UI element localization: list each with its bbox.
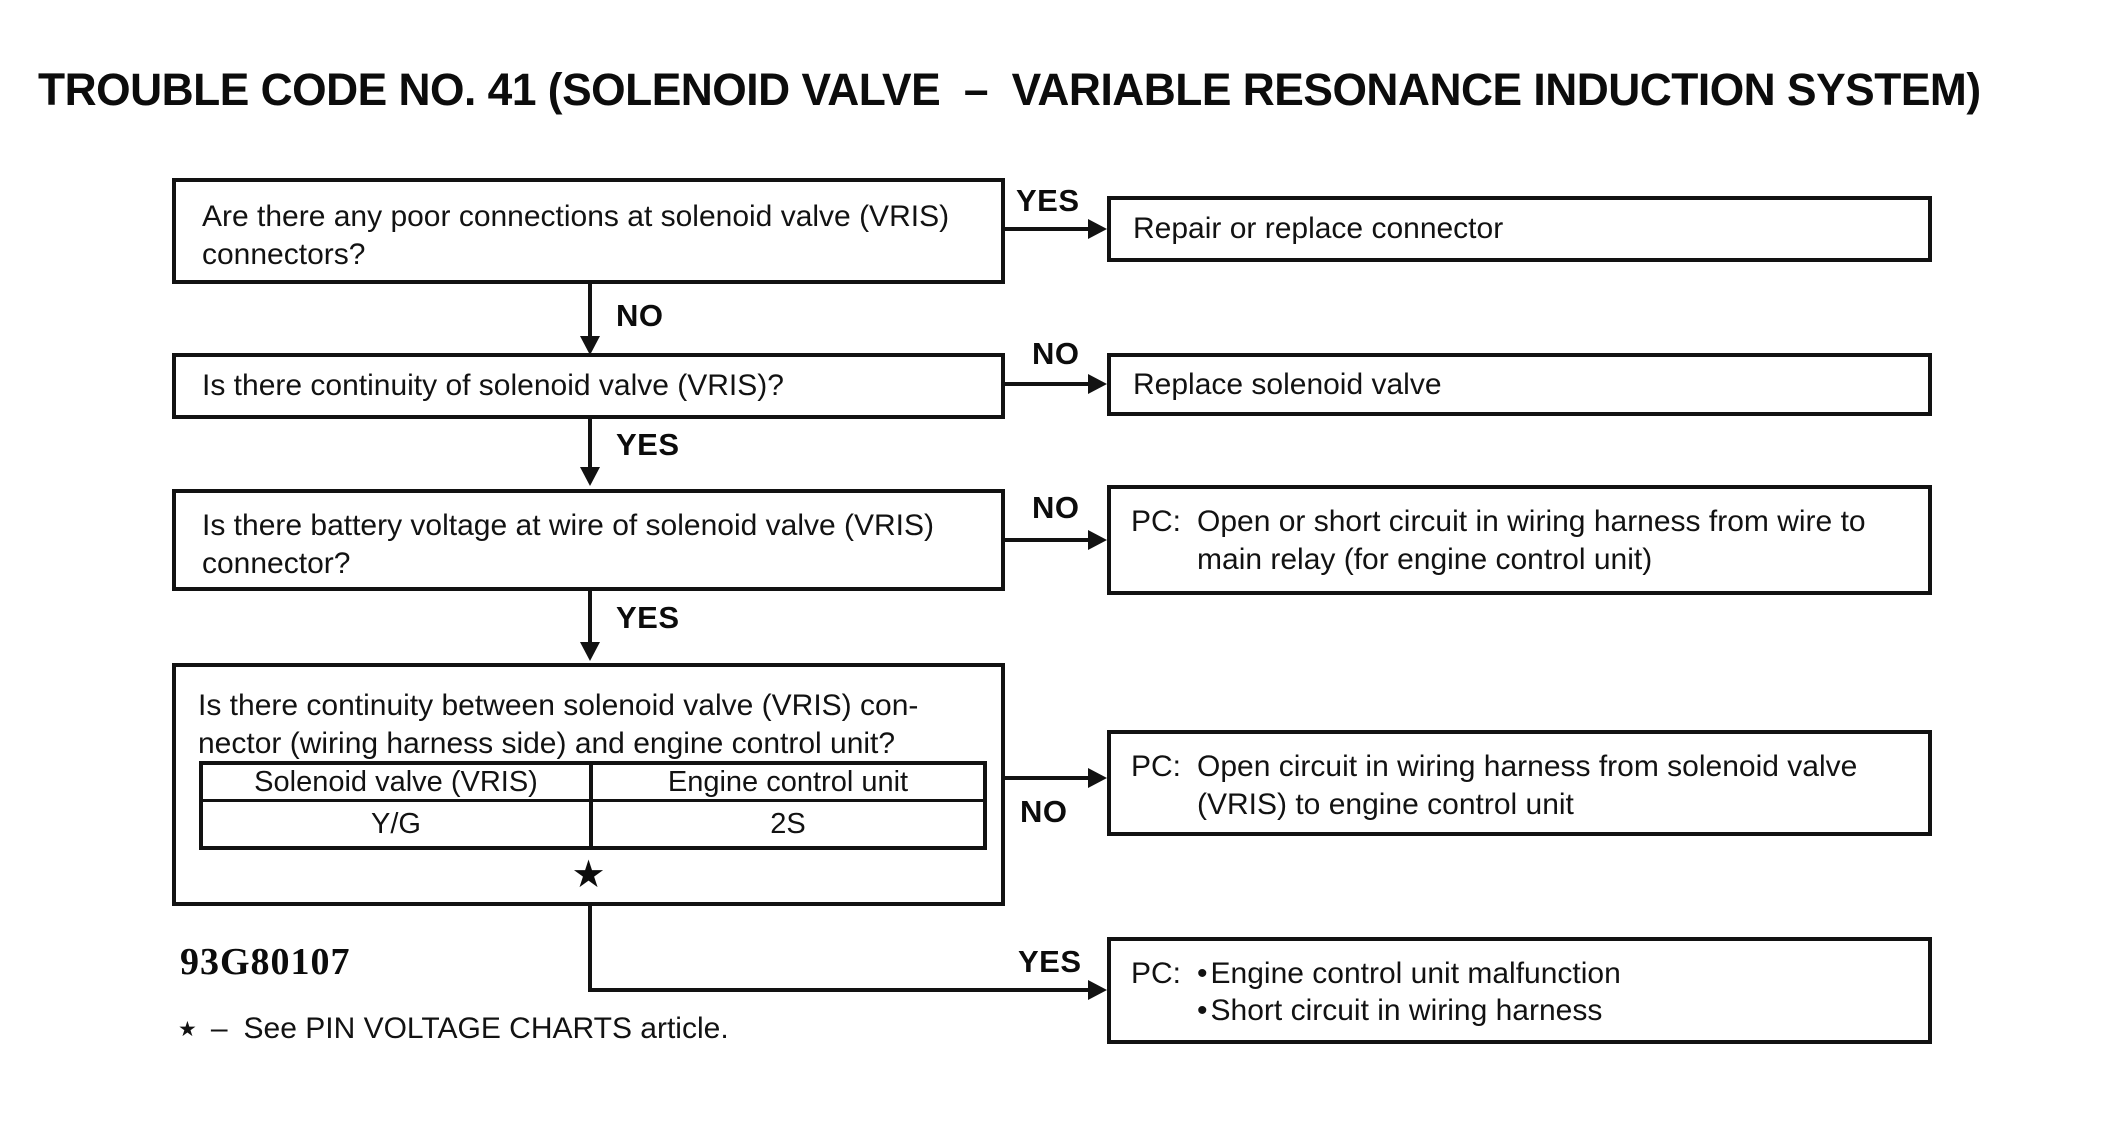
bullet-icon: •	[1197, 957, 1208, 990]
branch-label-yes-5: YES	[1018, 944, 1082, 979]
arrowhead-down-icon	[580, 467, 600, 486]
result-box-2: Replace solenoid valve	[1107, 353, 1932, 416]
result-4-text: Open circuit in wiring harness from sole…	[1197, 750, 1858, 821]
result-5-bullet-2-text: Short circuit in wiring harness	[1210, 994, 1603, 1027]
connector-q3-to-r3	[1005, 538, 1093, 542]
figure-id: 93G80107	[180, 941, 351, 983]
question-1-line-1: Are there any poor connections at soleno…	[202, 200, 950, 233]
result-5-bullet-2: • Short circuit in wiring harness	[1197, 992, 1621, 1029]
result-2-text: Replace solenoid valve	[1133, 367, 1442, 401]
footnote: ★ – See PIN VOLTAGE CHARTS article.	[178, 1012, 729, 1046]
footnote-text: See PIN VOLTAGE CHARTS article.	[243, 1012, 729, 1045]
result-1-text: Repair or replace connector	[1133, 212, 1504, 245]
footnote-dash: –	[210, 1012, 228, 1045]
connector-q4-down	[588, 906, 592, 992]
arrowhead-down-icon	[580, 336, 600, 355]
branch-label-no-3: NO	[1032, 490, 1080, 525]
arrowhead-right-icon	[1088, 530, 1107, 550]
pin-table: Solenoid valve (VRIS) Engine control uni…	[199, 761, 987, 850]
result-3-text: Open or short circuit in wiring harness …	[1197, 505, 1866, 576]
question-box-2: Is there continuity of solenoid valve (V…	[172, 353, 1005, 419]
down-label-yes-3: YES	[616, 600, 680, 635]
question-box-1: Are there any poor connections at soleno…	[172, 178, 1005, 284]
arrowhead-right-icon	[1088, 374, 1107, 394]
result-5-bullet-1: • Engine control unit malfunction	[1197, 955, 1621, 992]
question-4-line-1: Is there continuity between solenoid val…	[198, 689, 919, 722]
result-box-5: PC: • Engine control unit malfunction • …	[1107, 937, 1932, 1044]
down-label-no-1: NO	[616, 298, 664, 333]
connector-q1-down	[588, 284, 592, 340]
arrowhead-down-icon	[580, 642, 600, 661]
question-box-4: Is there continuity between solenoid val…	[172, 663, 1005, 906]
connector-q2-to-r2	[1005, 382, 1093, 386]
connector-q3-down	[588, 591, 592, 646]
result-5-bullet-1-text: Engine control unit malfunction	[1210, 957, 1621, 990]
connector-q1-to-r1	[1005, 227, 1093, 231]
question-2-text: Is there continuity of solenoid valve (V…	[202, 369, 784, 402]
result-box-4: PC: Open circuit in wiring harness from …	[1107, 730, 1932, 836]
question-box-3: Is there battery voltage at wire of sole…	[172, 489, 1005, 591]
page-title: TROUBLE CODE NO. 41 (SOLENOID VALVE – VA…	[38, 64, 1981, 115]
connector-q4-yes-horizontal	[588, 988, 1090, 992]
star-icon: ★	[178, 1017, 197, 1041]
question-1-line-2: connectors?	[202, 238, 366, 271]
pin-table-value-wire: Y/G	[203, 802, 593, 846]
question-3-line-2: connector?	[202, 547, 351, 580]
connector-q4-to-r4	[1005, 776, 1093, 780]
result-box-3: PC: Open or short circuit in wiring harn…	[1107, 485, 1932, 595]
connector-q2-down	[588, 419, 592, 471]
result-3-prefix: PC:	[1131, 505, 1182, 538]
question-4-line-2: nector (wiring harness side) and engine …	[198, 727, 896, 760]
pin-table-header-solenoid: Solenoid valve (VRIS)	[203, 765, 593, 802]
question-3-line-1: Is there battery voltage at wire of sole…	[202, 509, 935, 542]
down-label-yes-2: YES	[616, 427, 680, 462]
result-5-prefix: PC:	[1131, 957, 1182, 990]
bullet-icon: •	[1197, 994, 1208, 1027]
star-marker-icon: ★	[571, 854, 606, 896]
branch-label-no-4: NO	[1020, 794, 1068, 829]
arrowhead-right-icon	[1088, 219, 1107, 239]
arrowhead-right-icon	[1088, 768, 1107, 788]
result-5-bullet-list: • Engine control unit malfunction • Shor…	[1197, 955, 1621, 1029]
arrowhead-right-icon	[1088, 980, 1107, 1000]
branch-label-yes-1: YES	[1016, 183, 1080, 218]
pin-table-value-pin: 2S	[770, 807, 806, 840]
result-4-prefix: PC:	[1131, 750, 1182, 783]
result-box-1: Repair or replace connector	[1107, 196, 1932, 262]
branch-label-no-2: NO	[1032, 336, 1080, 371]
pin-table-header-ecu: Engine control unit	[593, 765, 983, 802]
